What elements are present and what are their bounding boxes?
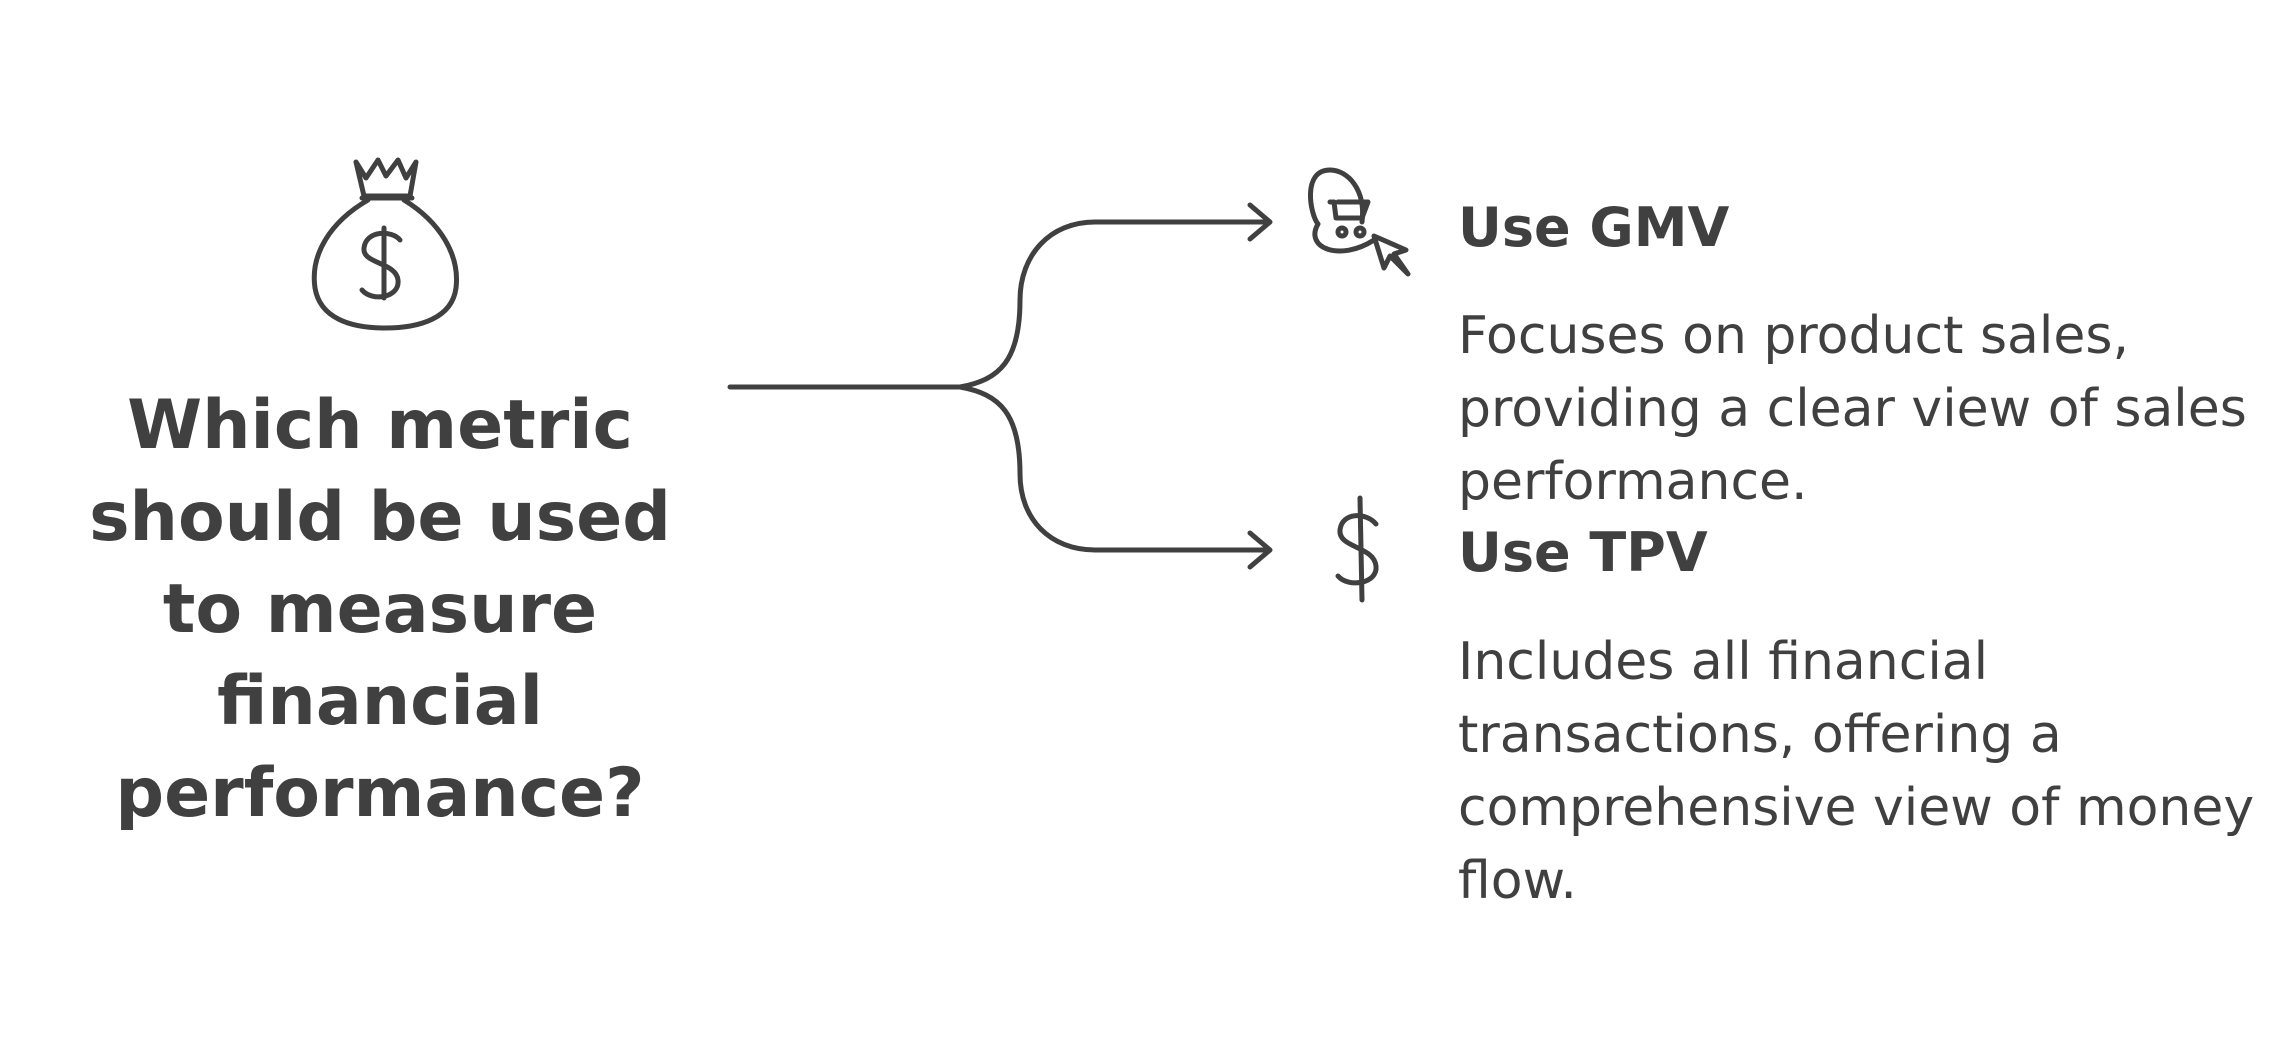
arrowhead-gmv (1247, 202, 1273, 242)
arrowhead-tpv (1247, 530, 1273, 570)
option-tpv-description: Includes all financial transactions, off… (1458, 632, 2255, 911)
option-gmv-description: Focuses on product sales, providing a cl… (1458, 306, 2247, 512)
shopping-cart-click-icon (1308, 167, 1411, 277)
option-gmv-title: Use GMV (1458, 196, 1730, 259)
question-text: Which metric should be used to measure f… (60, 380, 700, 840)
connector-to-gmv (957, 219, 1271, 390)
dollar-sign-icon (1335, 495, 1379, 603)
connector-to-tpv (957, 384, 1271, 553)
branch-connector (727, 202, 1273, 570)
money-bag-icon (311, 157, 459, 331)
question-line: Which metric (127, 386, 633, 465)
question-line: financial (217, 662, 543, 741)
option-tpv-title: Use TPV (1458, 521, 1708, 584)
question-line: performance? (115, 754, 645, 833)
question-line: should be used (89, 478, 671, 557)
question-line: to measure (162, 570, 598, 649)
